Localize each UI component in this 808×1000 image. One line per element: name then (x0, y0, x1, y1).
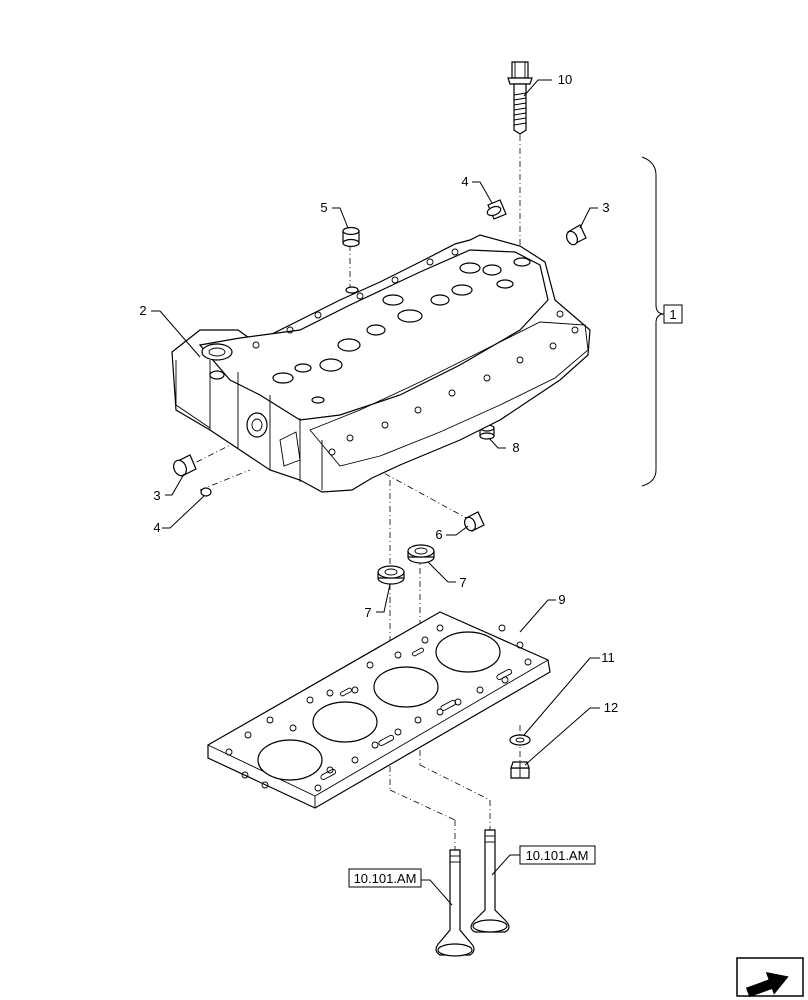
flange-holes (252, 248, 579, 456)
callout-6: 6 (435, 527, 442, 542)
callout-12: 12 (604, 700, 618, 715)
gasket-slots (320, 647, 513, 780)
leader-lines (151, 79, 600, 906)
next-page-arrow-icon[interactable] (736, 957, 804, 1000)
rocker-bores (201, 257, 531, 404)
cylinder-head (171, 234, 591, 493)
valve-left (435, 849, 475, 957)
callout-8: 8 (512, 440, 519, 455)
reference-link-left[interactable]: 10.101.AM (354, 871, 417, 886)
plug-6 (463, 511, 485, 532)
cylinder-head-bolt (507, 61, 533, 135)
callout-labels: 1 2 3 3 4 4 5 6 7 7 8 9 10 11 12 (139, 72, 683, 715)
callout-7-right: 7 (459, 575, 466, 590)
valve-seal-right (407, 544, 435, 564)
callout-4-top: 4 (461, 174, 468, 189)
valve-seal-left (377, 565, 405, 585)
dowel-4-top (486, 199, 507, 220)
callout-3-left: 3 (153, 488, 160, 503)
callout-5: 5 (320, 200, 327, 215)
callout-7-left: 7 (364, 605, 371, 620)
callout-box-1 (663, 304, 683, 324)
washer-11 (509, 734, 531, 746)
plug-3-left (172, 454, 197, 477)
valve-right (470, 829, 510, 933)
head-gasket (207, 611, 551, 809)
reference-box-left[interactable]: 10.101.AM (348, 868, 422, 888)
callout-4-left: 4 (153, 520, 160, 535)
reference-box-right[interactable]: 10.101.AM (519, 845, 596, 865)
nut-12 (510, 761, 530, 779)
callout-9: 9 (558, 592, 565, 607)
callout-2: 2 (139, 303, 146, 318)
callout-11: 11 (601, 650, 615, 665)
plug-3-top (565, 224, 587, 246)
callout-3-top: 3 (602, 200, 609, 215)
callout-10: 10 (558, 72, 572, 87)
callout-1: 1 (669, 307, 676, 322)
group-bracket (641, 156, 665, 487)
dowel-4-left (200, 487, 212, 497)
plug-5 (342, 226, 360, 248)
reference-link-right[interactable]: 10.101.AM (526, 848, 589, 863)
gasket-holes (225, 624, 532, 792)
